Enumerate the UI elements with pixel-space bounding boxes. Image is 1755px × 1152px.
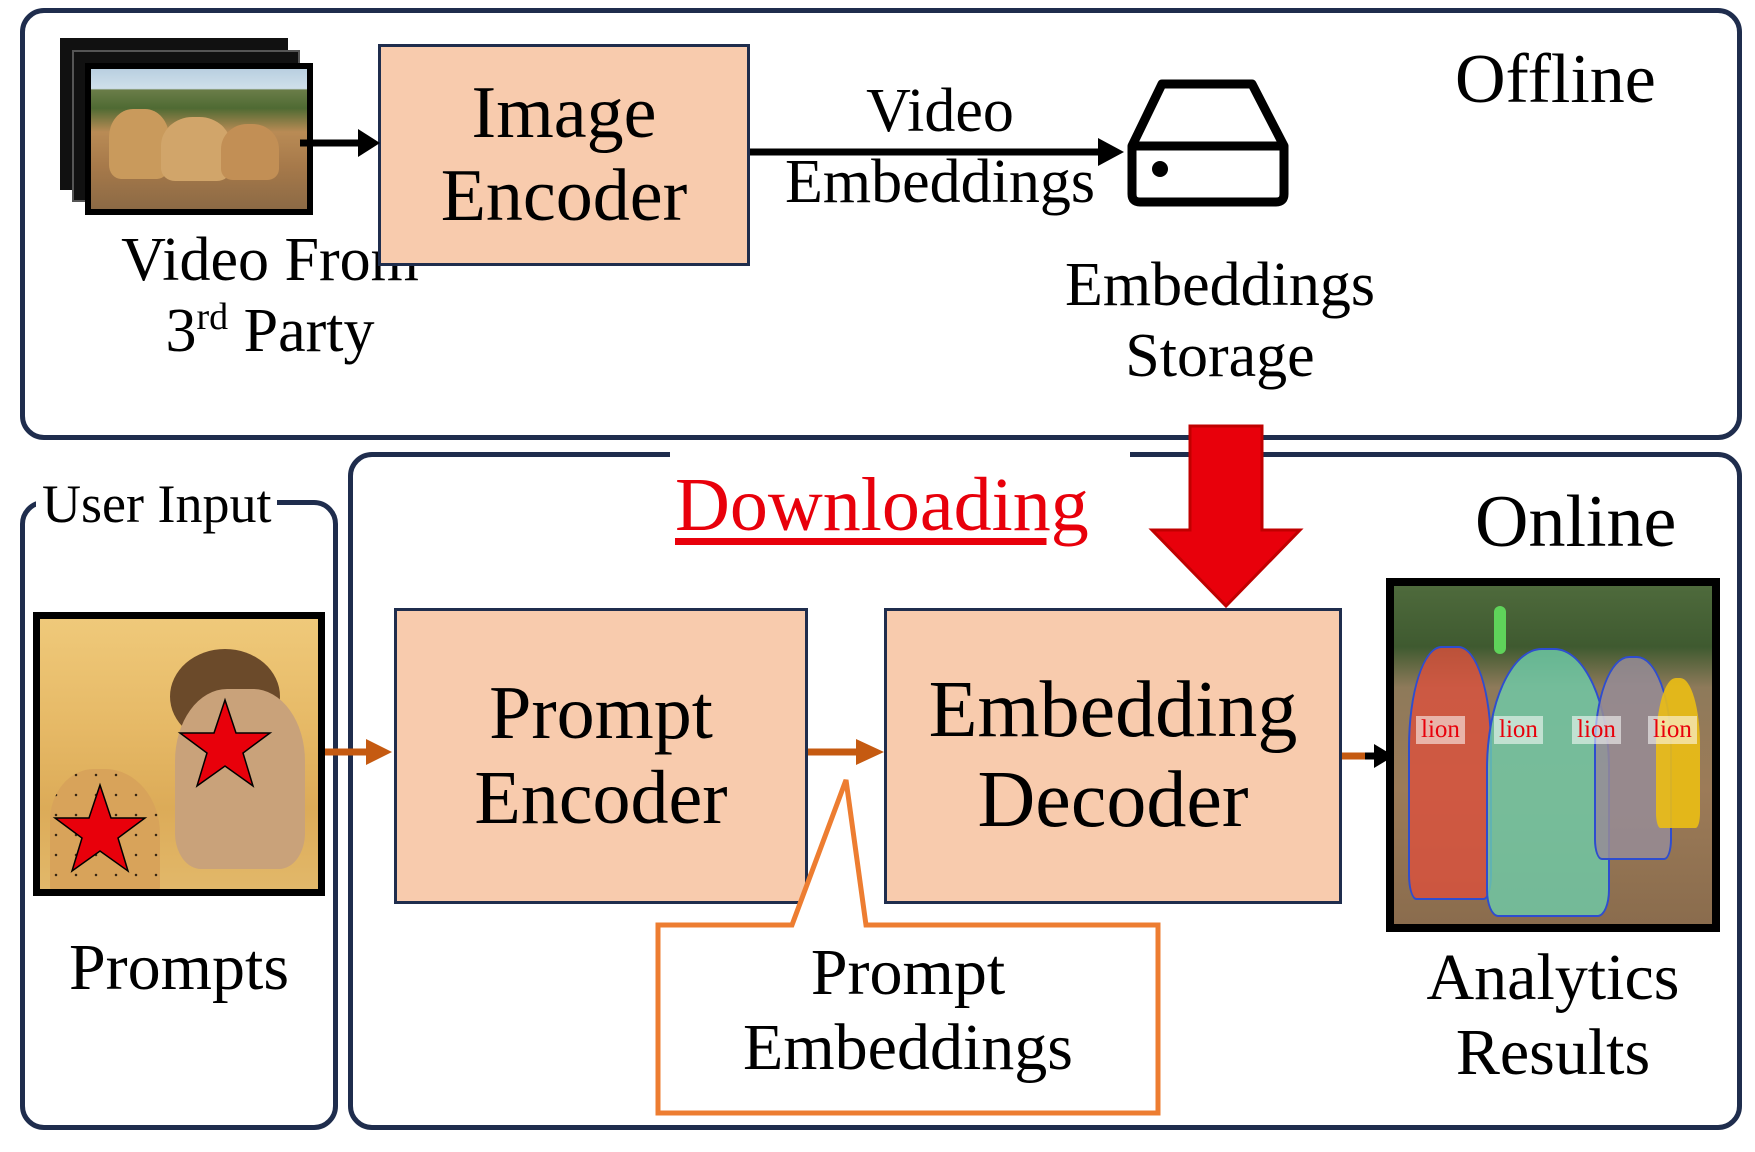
video-source-label: Video From 3rd Party xyxy=(90,225,450,366)
video-source-line2: 3rd Party xyxy=(165,295,375,365)
offline-label: Offline xyxy=(1455,41,1656,118)
video-embeddings-label: Video Embeddings xyxy=(785,77,1095,216)
online-label: Online xyxy=(1475,481,1677,563)
image-encoder-block: Image Encoder xyxy=(378,44,750,266)
mask-label: lion xyxy=(1648,716,1697,744)
prompt-embeddings-label: Prompt Embeddings xyxy=(743,936,1073,1085)
star-marker-icon xyxy=(52,782,148,873)
mask-label: lion xyxy=(1572,716,1621,744)
video-frame-image xyxy=(85,63,313,215)
mask-label: lion xyxy=(1494,716,1543,744)
prompt-encoder-block: Prompt Encoder xyxy=(394,608,808,904)
downloading-label: Downloading xyxy=(675,463,1089,547)
star-marker-icon xyxy=(177,697,273,788)
user-input-label: User Input xyxy=(36,474,278,536)
prompts-label: Prompts xyxy=(68,931,290,1004)
analytics-result-image: lion lion lion lion xyxy=(1386,578,1720,932)
embedding-decoder-block: Embedding Decoder xyxy=(884,608,1342,904)
film-stack-icon xyxy=(60,38,313,218)
analytics-results-label: Analytics Results xyxy=(1426,941,1680,1090)
mask-label: lion xyxy=(1416,716,1465,744)
storage-label: Embeddings Storage xyxy=(1065,251,1375,390)
online-panel-gap xyxy=(670,448,1130,460)
